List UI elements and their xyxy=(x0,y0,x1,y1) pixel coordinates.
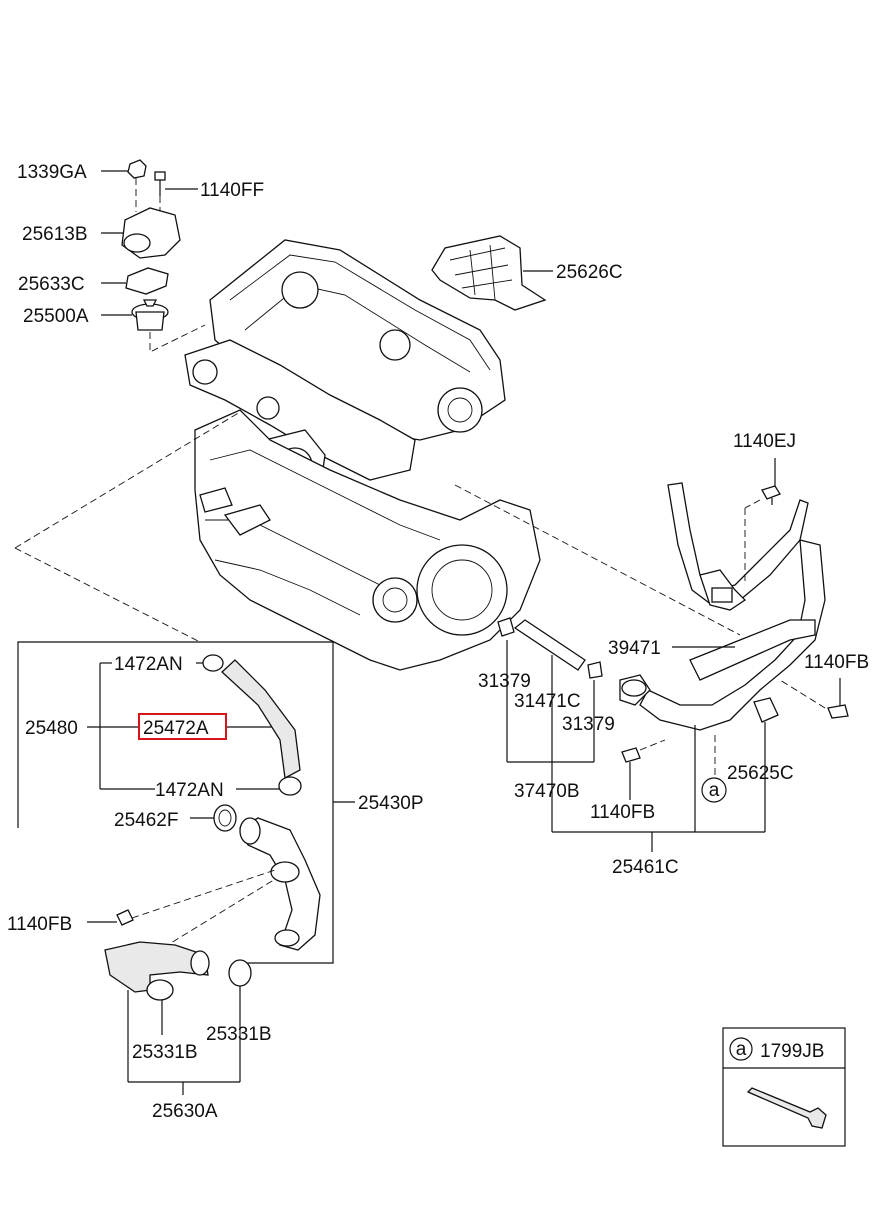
guide-lines xyxy=(14,411,741,966)
label-25625C[interactable]: 25625C xyxy=(727,763,794,784)
callout-marker-circle xyxy=(701,777,727,803)
thermostat-group xyxy=(101,159,206,353)
label-1140FB-left[interactable]: 1140FB xyxy=(7,914,72,935)
water-pipe-assembly xyxy=(619,458,849,832)
label-25472A[interactable]: 25472A xyxy=(143,718,209,739)
part-labels: 1339GA 1140FF 25613B 25633C 25500A 25626… xyxy=(7,162,869,1122)
legend-marker-circle xyxy=(729,1037,753,1061)
label-25633C[interactable]: 25633C xyxy=(18,274,85,295)
legend-box: a 1799JB xyxy=(722,1027,846,1147)
label-25626C[interactable]: 25626C xyxy=(556,262,623,283)
label-31379-a[interactable]: 31379 xyxy=(478,671,531,692)
label-25613B[interactable]: 25613B xyxy=(22,224,88,245)
label-1140EJ[interactable]: 1140EJ xyxy=(733,431,796,452)
label-31379-b[interactable]: 31379 xyxy=(562,714,615,735)
legend-part-number: 1799JB xyxy=(760,1041,824,1062)
label-1339GA[interactable]: 1339GA xyxy=(17,162,87,183)
label-37470B[interactable]: 37470B xyxy=(514,781,580,802)
label-1472AN-bottom[interactable]: 1472AN xyxy=(155,780,224,801)
label-31471C[interactable]: 31471C xyxy=(514,691,581,712)
label-25480[interactable]: 25480 xyxy=(25,718,78,739)
label-25500A[interactable]: 25500A xyxy=(23,306,89,327)
label-39471[interactable]: 39471 xyxy=(608,638,661,659)
label-1140FB-right[interactable]: 1140FB xyxy=(804,652,869,673)
label-25630A[interactable]: 25630A xyxy=(152,1101,218,1122)
lower-hose-group xyxy=(104,941,252,1095)
label-25331B-left[interactable]: 25331B xyxy=(132,1042,198,1063)
legend-marker: a xyxy=(736,1039,747,1060)
heat-shield-illustration xyxy=(431,235,553,311)
outlet-assembly-box xyxy=(17,641,355,964)
label-25462F[interactable]: 25462F xyxy=(114,810,178,831)
bypass-hose-group xyxy=(497,617,765,852)
label-1140FB-mid[interactable]: 1140FB xyxy=(590,802,655,823)
label-1140FF[interactable]: 1140FF xyxy=(200,180,264,201)
label-25461C[interactable]: 25461C xyxy=(612,857,679,878)
label-25430P[interactable]: 25430P xyxy=(358,793,424,814)
label-1472AN-top[interactable]: 1472AN xyxy=(114,654,183,675)
highlight-box xyxy=(138,713,227,740)
cable-tie-illustration xyxy=(746,1087,827,1129)
callout-marker: a xyxy=(709,780,720,801)
engine-block-illustration xyxy=(184,239,541,671)
label-25331B-right[interactable]: 25331B xyxy=(206,1024,272,1045)
